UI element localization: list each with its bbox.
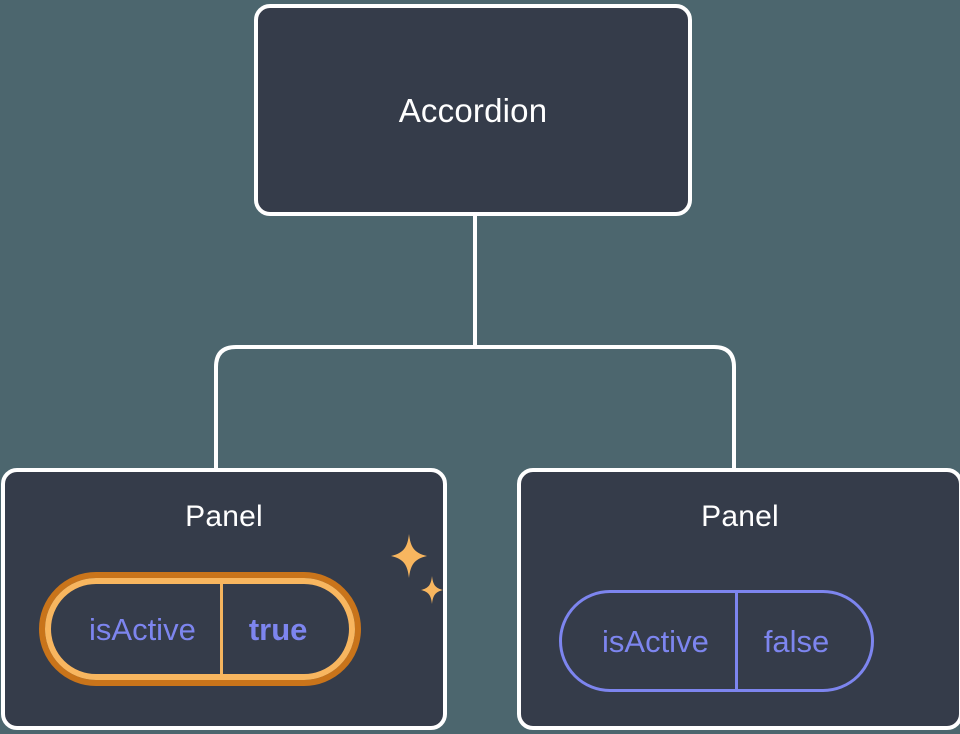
prop-value-left: true: [248, 611, 308, 647]
node-accordion-title: Accordion: [398, 91, 548, 129]
node-panel-right-title: Panel: [701, 500, 779, 533]
prop-pill-left-wrapper: isActive true: [39, 572, 362, 686]
prop-pill-left-highlight-ring: isActive true: [39, 572, 362, 686]
prop-divider-right: [734, 593, 738, 689]
prop-pill-right-wrapper: isActive false: [559, 590, 875, 692]
prop-pill-left[interactable]: isActive true: [45, 578, 356, 680]
node-panel-right[interactable]: Panel isActive false: [517, 468, 960, 730]
sparkles-icon: [391, 534, 443, 604]
prop-pill-right[interactable]: isActive false: [559, 590, 875, 692]
connector-branch: [214, 345, 736, 468]
prop-divider-left: [219, 584, 223, 674]
node-panel-left-title: Panel: [185, 500, 263, 533]
prop-value-right: false: [763, 623, 830, 659]
node-panel-left[interactable]: Panel isActive true: [1, 468, 447, 730]
prop-key-left: isActive: [89, 611, 196, 647]
node-accordion[interactable]: Accordion: [254, 4, 692, 216]
prop-key-right: isActive: [602, 623, 709, 659]
